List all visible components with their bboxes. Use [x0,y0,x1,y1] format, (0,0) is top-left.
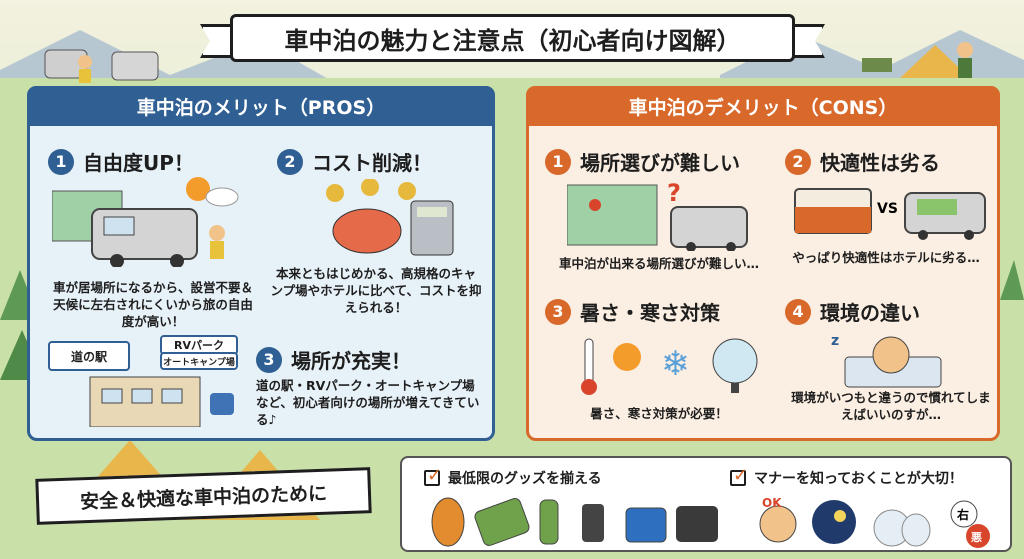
tips-box: 最低限のグッズを揃える マナーを知っておくことが大切！ OK 右 悪 [400,456,1012,552]
cons-item-1: 1 場所選びが難しい [545,147,740,176]
sun-cloud-icon [186,177,239,207]
building-thumbs-up-illustration [89,376,234,427]
ok-label: OK [762,496,782,510]
cons-item-2: 2 快適性は劣る [785,147,940,176]
cons-item-2-title: 快適性は劣る [820,151,940,175]
checklist-manners-label: マナーを知っておくことが大切！ [754,471,963,487]
heat-cold-fan-illustration: ❄ [581,338,758,395]
check-icon [730,465,748,486]
wallet-calculator-icon [326,179,454,256]
cons-item-2-number: 2 [785,148,811,175]
check-icon [424,465,442,486]
pros-panel: 車中泊のメリット（PROS） 1 自由度UP！ 車が居場所になるから、設営不要＆… [27,86,495,441]
camping-goods-icons [431,497,718,547]
sleepless-person-illustration: z [831,333,942,388]
svg-text:z: z [831,333,839,349]
pros-item-2-title: コスト削減！ [312,151,432,175]
pros-item-1: 1 自由度UP！ [48,147,194,176]
pros-item-3: 3 場所が充実！ [256,345,411,374]
pros-item-2-desc: 本来ともはじめかる、高規格のキャンプ場やホテルに比べて、コストを抑えられる！ [270,266,482,315]
checklist-item-manners: マナーを知っておくことが大切！ [730,465,963,488]
pros-item-1-desc: 車が居場所になるから、設営不要＆天候に左右されにくいから旅の自由度が高い！ [52,280,253,329]
map-van-question-illustration: ? [567,179,748,251]
checklist-goods-label: 最低限のグッズを揃える [448,471,602,487]
cons-item-1-desc: 車中泊が出来る場所選びが難しい… [559,256,760,271]
michinoeki-sign: 道の駅 [48,341,130,371]
svg-text:?: ? [667,179,681,207]
cons-item-3-number: 3 [545,298,571,325]
pros-item-3-desc: 道の駅・RVパーク・オートキャンプ場など、初心者向けの場所が増えてきている♪ [256,378,480,427]
cons-item-3-desc: 暑さ、寒さ対策が必要！ [590,406,728,421]
pros-item-2-number: 2 [277,148,303,175]
van-icon [904,192,986,240]
cons-item-2-desc: やっぱり快適性はホテルに劣る… [792,250,980,265]
van-map-illustration [52,190,225,267]
vs-label: VS [877,201,898,217]
cons-item-1-number: 1 [545,148,571,175]
autocamp-sign: オートキャンプ場 [160,352,238,370]
page-title: 車中泊の魅力と注意点（初心者向け図解） [230,14,795,62]
bad-label: 悪 [971,531,982,544]
cons-item-4-number: 4 [785,298,811,325]
pros-header: 車中泊のメリット（PROS） [27,86,495,126]
cons-item-3: 3 暑さ・寒さ対策 [545,297,720,326]
cons-header: 車中泊のデメリット（CONS） [526,86,1000,126]
right-label: 右 [957,508,970,522]
pros-item-3-number: 3 [256,346,282,373]
bed-icon [794,188,872,234]
manner-icons [759,500,990,548]
cons-item-4: 4 環境の違い [785,297,920,326]
cons-item-4-title: 環境の違い [820,301,920,325]
pros-item-1-number: 1 [48,148,74,175]
cons-panel: 車中泊のデメリット（CONS） 1 場所選びが難しい ? 車中泊が出来る場所選び… [526,86,1000,441]
cons-item-1-title: 場所選びが難しい [580,151,740,175]
cons-item-3-title: 暑さ・寒さ対策 [580,301,720,325]
cons-item-4-desc: 環境がいつもと違うので慣れてしまえばいいのすが… [791,390,991,422]
pros-item-2: 2 コスト削減！ [277,147,432,176]
pros-item-1-title: 自由度UP！ [83,151,194,175]
checklist-item-goods: 最低限のグッズを揃える [424,465,602,488]
pros-item-3-title: 場所が充実！ [291,349,411,373]
svg-text:❄: ❄ [661,344,690,384]
